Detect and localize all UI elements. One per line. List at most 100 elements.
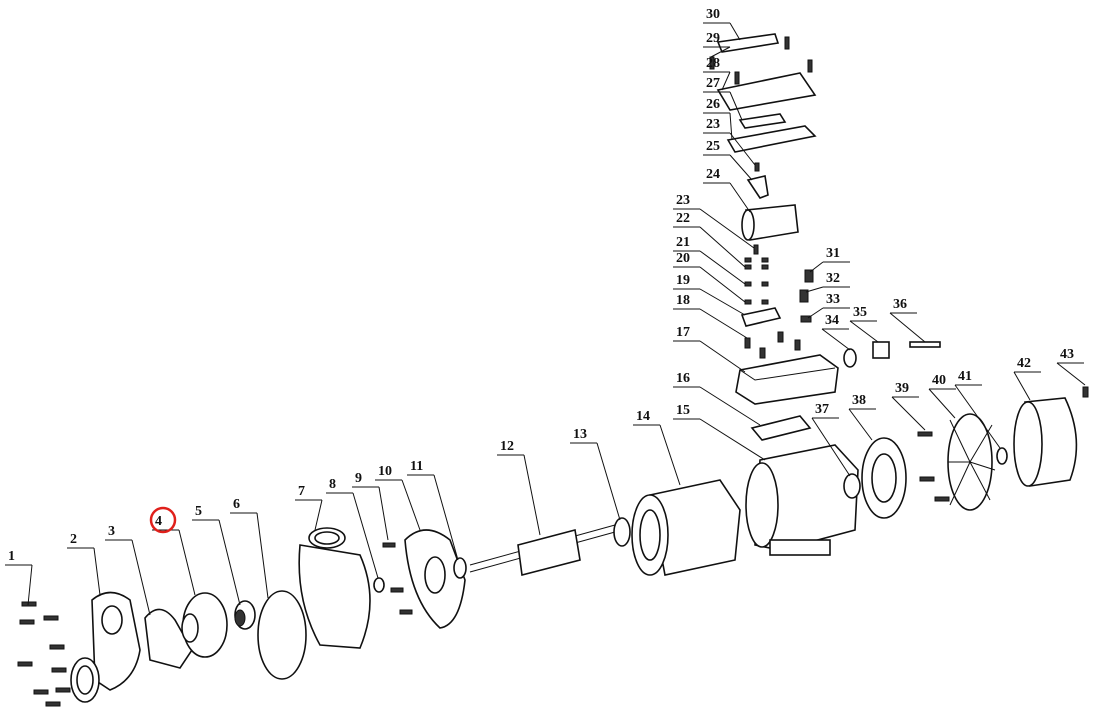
part-39-screws bbox=[917, 431, 950, 502]
leader-line bbox=[849, 320, 879, 343]
part-number-label: 41 bbox=[958, 369, 972, 384]
part-number-label: 24 bbox=[706, 167, 720, 182]
part-number-label: 22 bbox=[676, 211, 690, 226]
leader-line bbox=[570, 442, 621, 521]
callout-18: 18 bbox=[673, 293, 748, 339]
part-number-label: 34 bbox=[825, 313, 839, 328]
leader-line bbox=[673, 288, 746, 316]
leader-line bbox=[673, 226, 746, 268]
part-26-gasket bbox=[726, 125, 817, 153]
part-33-clamp bbox=[800, 315, 812, 323]
part-number-label: 33 bbox=[826, 292, 840, 307]
part-6-o-ring bbox=[257, 590, 307, 680]
part-number-label: 2 bbox=[70, 532, 77, 547]
part-12-rotor bbox=[469, 524, 616, 577]
part-number-label: 39 bbox=[895, 381, 909, 396]
part-number-label: 16 bbox=[676, 371, 690, 386]
leader-line bbox=[67, 547, 101, 596]
leader-line bbox=[407, 474, 459, 561]
part-28-lid bbox=[716, 72, 817, 111]
callout-11: 11 bbox=[407, 459, 459, 561]
callout-35: 35 bbox=[849, 305, 879, 343]
part-30-nameplate bbox=[716, 33, 780, 53]
leader-line bbox=[673, 340, 746, 373]
leader-line bbox=[1056, 362, 1086, 386]
leader-line bbox=[703, 154, 753, 181]
leader-line bbox=[889, 312, 926, 343]
part-29-screws bbox=[709, 36, 813, 85]
part-number-label: 17 bbox=[676, 325, 690, 340]
part-38-rear-cover bbox=[861, 437, 907, 519]
part-5-seal bbox=[234, 600, 256, 630]
part-number-label: 18 bbox=[676, 293, 690, 308]
leader-line bbox=[633, 424, 681, 486]
part-number-label: 20 bbox=[676, 251, 690, 266]
part-number-label: 11 bbox=[410, 459, 423, 474]
part-7-pump-body bbox=[298, 527, 371, 649]
callout-42: 42 bbox=[1013, 356, 1041, 401]
leader-line bbox=[230, 512, 269, 599]
callout-19: 19 bbox=[673, 273, 746, 316]
part-17-terminal-box bbox=[735, 354, 839, 405]
leader-line bbox=[1013, 371, 1041, 401]
part-20-22-nuts bbox=[744, 257, 769, 305]
part-23-screw-top bbox=[754, 162, 760, 172]
part-1-screws bbox=[17, 601, 71, 707]
part-19-terminal-block bbox=[740, 307, 782, 327]
leader-line bbox=[497, 454, 541, 536]
callout-7: 7 bbox=[295, 484, 323, 531]
leader-line bbox=[326, 492, 379, 579]
leader-line bbox=[703, 22, 741, 41]
leader-line bbox=[703, 46, 731, 58]
leader-line bbox=[352, 486, 389, 541]
leader-line bbox=[5, 564, 33, 606]
part-25-clamp bbox=[746, 175, 769, 199]
callout-4: 4 bbox=[149, 506, 196, 596]
callout-26: 26 bbox=[703, 97, 733, 141]
callout-27: 27 bbox=[703, 76, 743, 121]
part-10-flange bbox=[404, 529, 466, 629]
callout-30: 30 bbox=[703, 7, 741, 41]
part-number-label: 8 bbox=[329, 477, 336, 492]
part-number-label: 27 bbox=[706, 76, 720, 91]
leader-line bbox=[848, 408, 876, 441]
part-13-bearing bbox=[613, 517, 631, 547]
highlight-circle bbox=[149, 506, 177, 534]
part-number-label: 7 bbox=[298, 484, 305, 499]
callout-15: 15 bbox=[673, 403, 766, 461]
part-number-label: 28 bbox=[706, 56, 720, 71]
part-27-label bbox=[738, 113, 787, 129]
part-number-label: 38 bbox=[852, 393, 866, 408]
part-number-label: 32 bbox=[826, 271, 840, 286]
part-number-label: 1 bbox=[8, 549, 15, 564]
parts bbox=[17, 33, 1089, 707]
leader-line bbox=[703, 182, 751, 213]
leader-line bbox=[375, 479, 421, 531]
part-14-stator bbox=[631, 479, 741, 576]
part-number-label: 19 bbox=[676, 273, 690, 288]
leader-line bbox=[673, 208, 755, 249]
part-number-label: 30 bbox=[706, 7, 720, 22]
part-number-label: 13 bbox=[573, 427, 587, 442]
callout-41: 41 bbox=[954, 369, 1001, 449]
leader-line bbox=[811, 417, 851, 477]
callout-23: 23 bbox=[673, 193, 755, 249]
part-11-seal bbox=[453, 557, 467, 579]
part-37-gasket bbox=[843, 473, 861, 499]
leader-line bbox=[105, 539, 151, 616]
part-number-label: 25 bbox=[706, 139, 720, 154]
callout-22: 22 bbox=[673, 211, 746, 268]
part-number-label: 43 bbox=[1060, 347, 1074, 362]
part-number-label: 4 bbox=[155, 514, 162, 529]
part-15-motor-housing bbox=[745, 444, 859, 556]
leader-line bbox=[295, 499, 323, 531]
leader-line bbox=[703, 132, 756, 166]
callout-32: 32 bbox=[805, 271, 850, 293]
leader-line bbox=[673, 250, 746, 285]
part-number-label: 37 bbox=[815, 402, 829, 417]
callout-31: 31 bbox=[809, 246, 850, 273]
callout-39: 39 bbox=[891, 381, 926, 431]
part-number-label: 26 bbox=[706, 97, 720, 112]
